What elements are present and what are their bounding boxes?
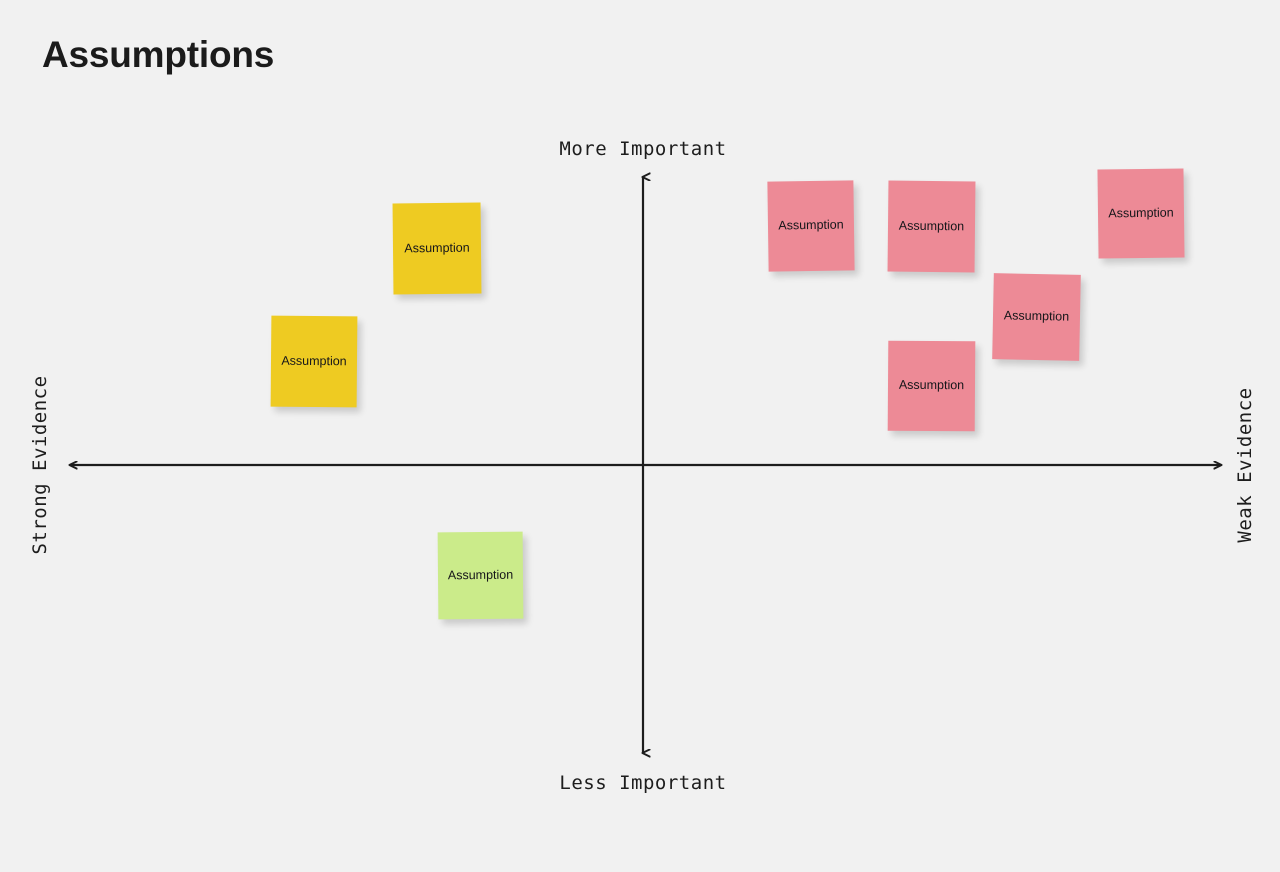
- sticky-note-label: Assumption: [404, 240, 470, 256]
- sticky-note[interactable]: Assumption: [270, 315, 358, 408]
- axis-label-weak-evidence: Weak Evidence: [1234, 387, 1256, 543]
- sticky-note[interactable]: Assumption: [887, 180, 976, 273]
- sticky-note[interactable]: Assumption: [437, 531, 524, 620]
- page-title: Assumptions: [42, 34, 275, 75]
- sticky-note[interactable]: Assumption: [887, 340, 976, 432]
- sticky-note-label: Assumption: [898, 377, 965, 393]
- axis-label-strong-evidence: Strong Evidence: [29, 375, 51, 555]
- sticky-note[interactable]: Assumption: [767, 180, 855, 272]
- axis-label-less-important: Less Important: [559, 772, 727, 794]
- axis-label-more-important: More Important: [559, 138, 727, 160]
- sticky-note[interactable]: Assumption: [1097, 168, 1185, 259]
- sticky-note-label: Assumption: [1003, 308, 1070, 324]
- sticky-note-label: Assumption: [447, 567, 514, 582]
- sticky-note[interactable]: Assumption: [992, 273, 1081, 361]
- sticky-note[interactable]: Assumption: [392, 202, 482, 295]
- sticky-note-label: Assumption: [1108, 205, 1174, 221]
- sticky-note-label: Assumption: [778, 217, 844, 233]
- sticky-note-label: Assumption: [281, 353, 347, 368]
- sticky-note-label: Assumption: [898, 218, 965, 234]
